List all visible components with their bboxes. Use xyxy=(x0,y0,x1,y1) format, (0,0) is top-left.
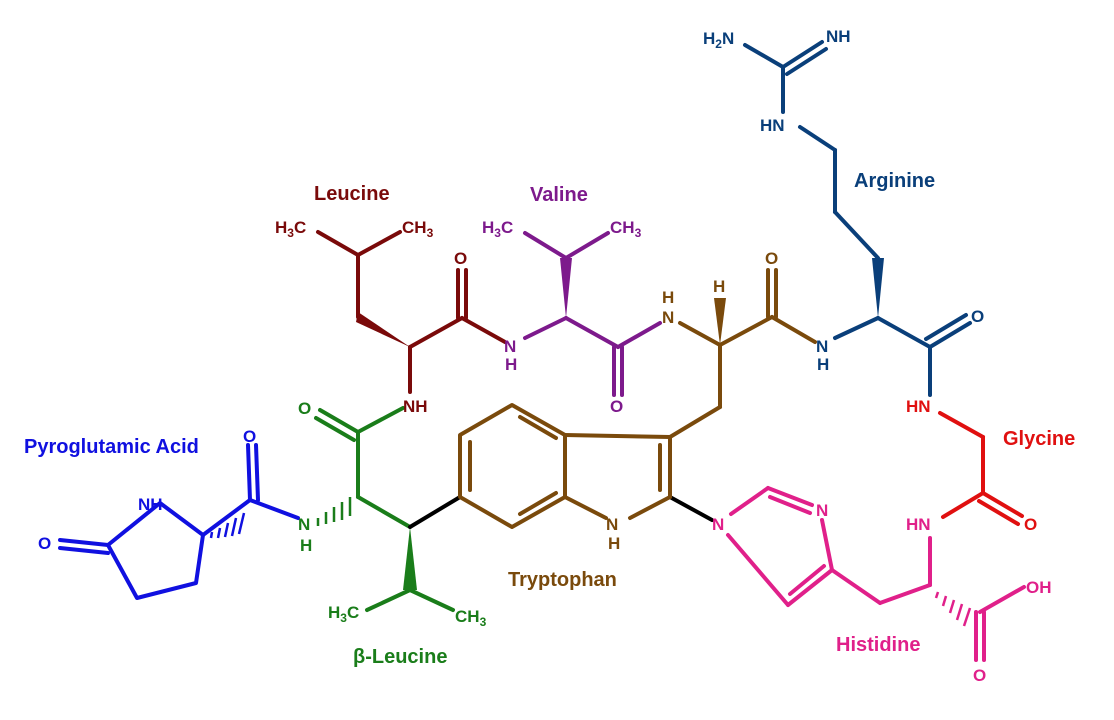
atom-pyro-carbonyl-o: O xyxy=(243,427,256,446)
atom-trp-ca-h: H xyxy=(713,277,725,296)
atom-trp-nh: N xyxy=(662,308,674,327)
bond-link-bleu-trp xyxy=(408,495,462,529)
label-tryptophan: Tryptophan xyxy=(508,569,617,591)
atom-bleu-nh: N xyxy=(298,515,310,534)
residue-bleucine: N H O H3C CH3 β-Leucine xyxy=(298,399,487,668)
atom-val-ch3-left: H3C xyxy=(482,218,513,240)
atom-bleu-o: O xyxy=(298,399,311,418)
residue-tryptophan: H N H O N H Tryptophan xyxy=(458,249,817,591)
atom-val-n: N xyxy=(504,337,516,356)
residue-histidine: N N HN OH O Histidine xyxy=(712,486,1052,685)
atom-his-hn: HN xyxy=(906,515,931,534)
label-pyroglutamic: Pyroglutamic Acid xyxy=(24,436,199,458)
label-leucine: Leucine xyxy=(314,183,390,205)
residue-valine: N H O H3C CH3 Valine xyxy=(482,184,662,416)
atom-val-ch3-right: CH3 xyxy=(610,218,642,240)
bond-link-trp-his xyxy=(668,495,714,522)
atom-pyro-nh: NH xyxy=(138,495,163,514)
residue-pyroglutamic: NH O O Pyroglutamic Acid xyxy=(24,427,300,600)
atom-gly-hn: HN xyxy=(906,397,931,416)
label-arginine: Arginine xyxy=(854,170,935,192)
atom-val-o: O xyxy=(610,397,623,416)
atom-his-n1: N xyxy=(712,515,724,534)
atom-his-oh: OH xyxy=(1026,578,1052,597)
atom-leu-nh: NH xyxy=(403,397,428,416)
residue-glycine: HN O Glycine xyxy=(906,397,1075,534)
label-glycine: Glycine xyxy=(1003,428,1075,450)
atom-arg-hn: HN xyxy=(760,116,785,135)
atom-val-n-h: H xyxy=(505,355,517,374)
atom-trp-indole-n: N xyxy=(606,515,618,534)
atom-his-o: O xyxy=(973,666,986,685)
atom-arg-nh2: H2N xyxy=(703,29,734,51)
atom-bleu-ch3-left: H3C xyxy=(328,603,359,625)
atom-his-n3: N xyxy=(816,501,828,520)
atom-gly-o: O xyxy=(1024,515,1037,534)
residue-leucine: NH O H3C CH3 Leucine xyxy=(275,183,507,416)
atom-leu-ch3-right: CH3 xyxy=(402,218,434,240)
atom-bleu-nh-h: H xyxy=(300,536,312,555)
atom-trp-o: O xyxy=(765,249,778,268)
atom-arg-n-h: H xyxy=(817,355,829,374)
atom-leu-ch3-left: H3C xyxy=(275,218,306,240)
atom-trp-nh-h: H xyxy=(662,288,674,307)
atom-arg-n: N xyxy=(816,337,828,356)
label-bleucine: β-Leucine xyxy=(353,646,447,668)
label-valine: Valine xyxy=(530,184,588,206)
atom-arg-nh: NH xyxy=(826,27,851,46)
label-histidine: Histidine xyxy=(836,634,920,656)
atom-leu-o: O xyxy=(454,249,467,268)
residue-arginine: N H HN H2N NH O Arginine xyxy=(703,27,984,397)
atom-pyro-ring-o: O xyxy=(38,534,51,553)
atom-bleu-ch3-right: CH3 xyxy=(455,607,487,629)
atom-trp-indole-h: H xyxy=(608,534,620,553)
atom-arg-o: O xyxy=(971,307,984,326)
